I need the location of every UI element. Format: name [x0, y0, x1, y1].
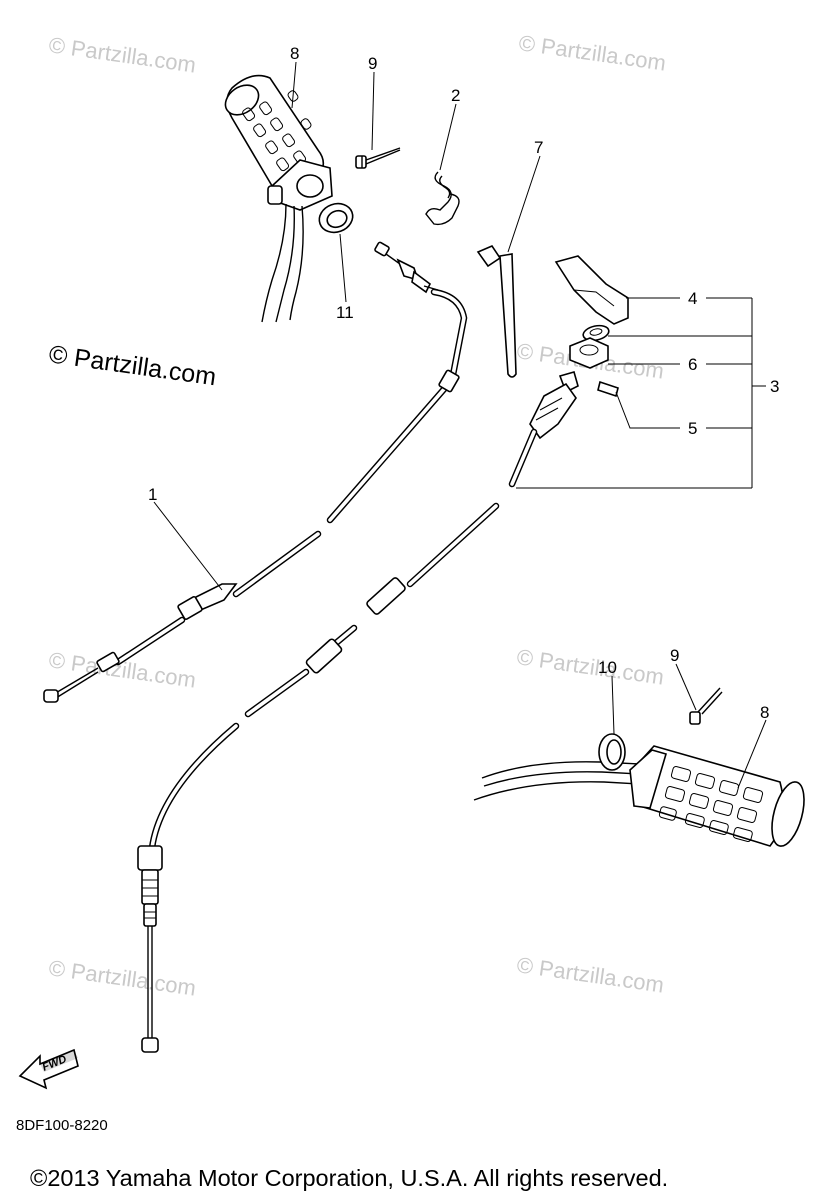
callout-11: 11	[336, 303, 354, 322]
adjuster-rod	[476, 245, 517, 378]
watermark: © Partzilla.com	[515, 644, 665, 689]
watermark: © Partzilla.com	[47, 340, 218, 391]
callout-8-top: 8	[290, 44, 299, 63]
watermark: © Partzilla.com	[47, 647, 197, 692]
throttle-cable-1	[43, 241, 468, 703]
callout-9-bottom: 9	[670, 646, 679, 665]
callout-10: 10	[598, 658, 617, 677]
watermark: © Partzilla.com	[47, 32, 197, 77]
grip-top-left	[224, 74, 333, 323]
clip	[425, 171, 460, 226]
callout-5: 5	[688, 419, 697, 438]
callout-8-bottom: 8	[760, 703, 769, 722]
screw-top	[355, 147, 401, 169]
nut	[569, 337, 609, 369]
watermark: © Partzilla.com	[47, 955, 197, 1000]
callout-3: 3	[770, 377, 779, 396]
callout-9-top: 9	[368, 54, 377, 73]
fwd-arrow: FWD	[18, 1048, 79, 1090]
collar-bottom	[598, 733, 626, 771]
callout-6: 6	[688, 355, 697, 374]
leader-lines	[153, 61, 767, 789]
throttle-lever	[554, 255, 629, 325]
watermark: © Partzilla.com	[517, 30, 667, 75]
diagram-code: 8DF100-8220	[16, 1117, 108, 1134]
callout-4: 4	[688, 289, 697, 308]
callout-1: 1	[148, 485, 157, 504]
washer	[582, 324, 610, 342]
collar-top	[318, 202, 354, 234]
screw-bottom	[689, 687, 723, 725]
callout-2: 2	[451, 86, 460, 105]
throttle-cable-2	[137, 371, 579, 1053]
copyright-notice: ©2013 Yamaha Motor Corporation, U.S.A. A…	[30, 1165, 668, 1191]
watermark: © Partzilla.com	[515, 952, 665, 997]
callout-labels: 8 9 2 7 11 4 6 3 5 1 10 9 8	[148, 44, 779, 722]
callout-7: 7	[534, 138, 543, 157]
pin	[597, 380, 619, 398]
grip-bottom-right	[473, 745, 805, 847]
